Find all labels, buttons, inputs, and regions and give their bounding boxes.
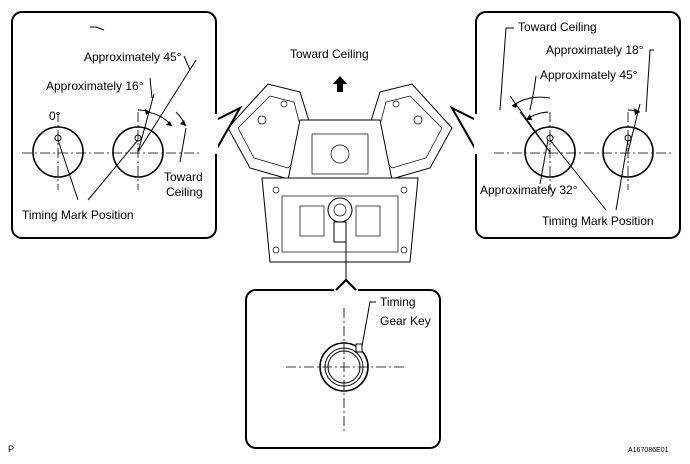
left-approx-45-label: Approximately 45°	[84, 50, 182, 64]
corner-p-label: P	[8, 444, 14, 454]
up-arrow-icon	[333, 76, 347, 92]
left-ceiling-label: Ceiling	[166, 185, 203, 199]
left-toward-label: Toward	[164, 170, 203, 184]
left-approx-16-label: Approximately 16°	[46, 79, 144, 93]
figure-code-label: A167086E01	[628, 447, 669, 454]
center-toward-ceiling-label: Toward Ceiling	[290, 47, 369, 61]
right-approx-18-label: Approximately 18°	[546, 43, 644, 57]
left-detail-panel: Approximately 45° Approximately 16° 0° T…	[11, 11, 243, 239]
right-approx-32-label: Approximately 32°	[480, 183, 578, 197]
right-approx-45-label: Approximately 45°	[540, 68, 638, 82]
left-zero-degree-label: 0°	[49, 109, 61, 123]
right-timing-mark-label: Timing Mark Position	[542, 214, 654, 228]
bottom-timing-label: Timing	[380, 295, 416, 309]
right-toward-ceiling-label: Toward Ceiling	[518, 20, 597, 34]
bottom-gear-key-label: Gear Key	[380, 314, 431, 328]
left-timing-mark-label: Timing Mark Position	[22, 208, 134, 222]
bottom-detail-panel: Timing Gear Key	[245, 222, 441, 449]
right-detail-panel: Toward Ceiling Approximately 18° Approxi…	[449, 11, 681, 239]
engine-illustration	[227, 83, 453, 263]
